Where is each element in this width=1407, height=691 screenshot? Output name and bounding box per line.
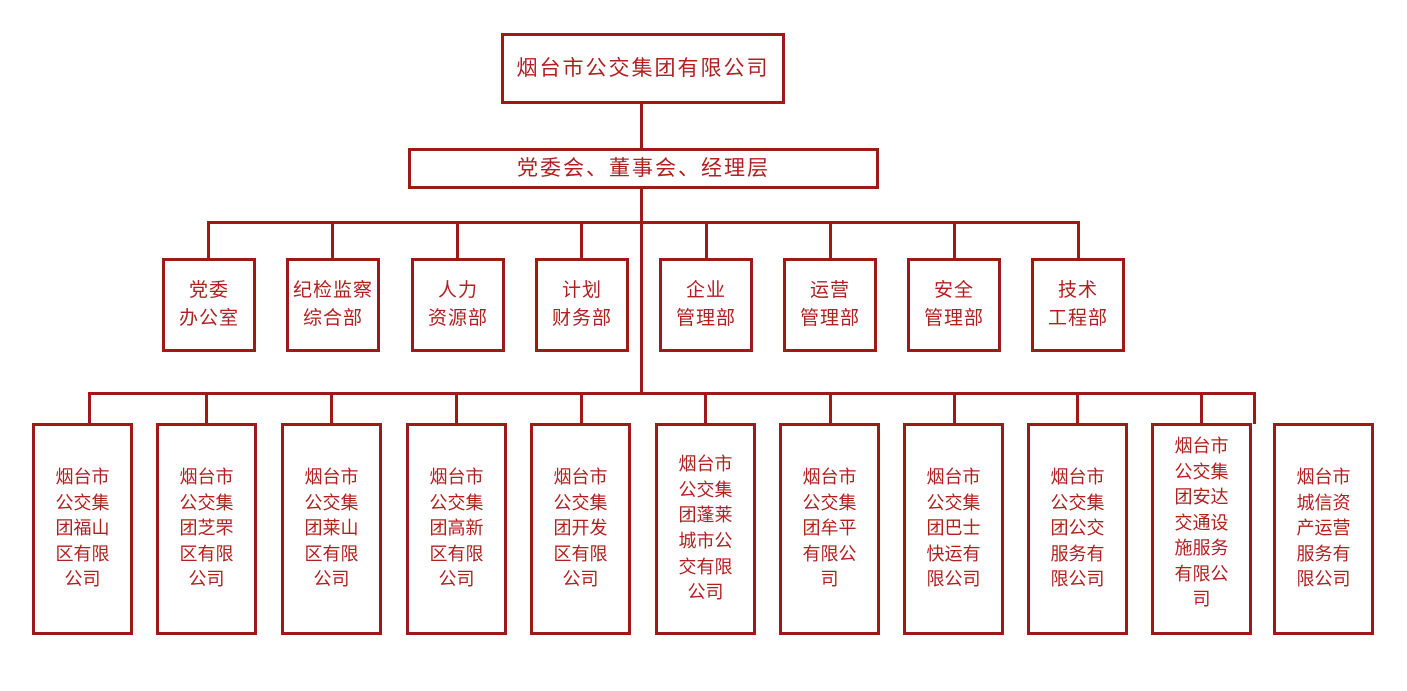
node-department-7-label: 安全 管理部	[923, 280, 984, 329]
bus-departments	[207, 221, 1079, 224]
drop-subsidiary-8	[953, 392, 956, 424]
connector-board-spine	[640, 189, 643, 394]
node-department-8: 技术 工程部	[1031, 258, 1125, 352]
node-board-label: 党委会、董事会、经理层	[517, 156, 770, 181]
node-department-6: 运营 管理部	[783, 258, 877, 352]
drop-department-1	[207, 221, 210, 258]
node-subsidiary-11-label: 烟台市 城信资 产运营 服务有 限公司	[1296, 467, 1351, 590]
node-subsidiary-9: 烟台市 公交集 团公交 服务有 限公司	[1027, 423, 1128, 635]
drop-subsidiary-3	[330, 392, 333, 424]
drop-department-6	[829, 221, 832, 258]
node-root-company-label: 烟台市公交集团有限公司	[516, 56, 770, 81]
node-department-6-label: 运营 管理部	[799, 280, 860, 329]
node-subsidiary-2: 烟台市 公交集 团芝罘 区有限 公司	[156, 423, 257, 635]
node-root-company: 烟台市公交集团有限公司	[501, 33, 785, 104]
drop-subsidiary-9	[1076, 392, 1079, 424]
node-department-4-label: 计划 财务部	[551, 280, 612, 329]
node-subsidiary-7: 烟台市 公交集 团牟平 有限公 司	[779, 423, 880, 635]
node-subsidiary-10-label: 烟台市 公交集 团安达 交通设 施服务 有限公 司	[1174, 436, 1229, 610]
drop-department-5	[705, 221, 708, 258]
node-subsidiary-3-label: 烟台市 公交集 团莱山 区有限 公司	[304, 467, 359, 590]
drop-subsidiary-11	[1253, 392, 1256, 424]
drop-department-8	[1077, 221, 1080, 258]
node-department-2: 纪检监察 综合部	[286, 258, 380, 352]
drop-department-2	[331, 221, 334, 258]
node-subsidiary-8: 烟台市 公交集 团巴士 快运有 限公司	[903, 423, 1004, 635]
node-subsidiary-3: 烟台市 公交集 团莱山 区有限 公司	[281, 423, 382, 635]
node-subsidiary-8-label: 烟台市 公交集 团巴士 快运有 限公司	[926, 467, 981, 590]
node-department-3: 人力 资源部	[411, 258, 505, 352]
drop-department-7	[953, 221, 956, 258]
drop-subsidiary-6	[704, 392, 707, 424]
node-department-3-label: 人力 资源部	[427, 280, 488, 329]
node-subsidiary-6-label: 烟台市 公交集 团蓬莱 城市公 交有限 公司	[678, 454, 733, 603]
drop-department-3	[456, 221, 459, 258]
node-subsidiary-5: 烟台市 公交集 团开发 区有限 公司	[530, 423, 631, 635]
node-department-1-label: 党委 办公室	[178, 280, 239, 329]
node-department-7: 安全 管理部	[907, 258, 1001, 352]
node-subsidiary-5-label: 烟台市 公交集 团开发 区有限 公司	[553, 467, 608, 590]
node-board: 党委会、董事会、经理层	[408, 148, 879, 189]
connector-root-to-board	[640, 104, 643, 148]
drop-department-4	[580, 221, 583, 258]
node-subsidiary-9-label: 烟台市 公交集 团公交 服务有 限公司	[1050, 467, 1105, 590]
node-department-1: 党委 办公室	[162, 258, 256, 352]
node-subsidiary-6: 烟台市 公交集 团蓬莱 城市公 交有限 公司	[655, 423, 756, 635]
drop-subsidiary-2	[205, 392, 208, 424]
node-department-8-label: 技术 工程部	[1047, 280, 1108, 329]
node-department-5: 企业 管理部	[659, 258, 753, 352]
node-subsidiary-4-label: 烟台市 公交集 团高新 区有限 公司	[429, 467, 484, 590]
drop-subsidiary-5	[580, 392, 583, 424]
node-subsidiary-10: 烟台市 公交集 团安达 交通设 施服务 有限公 司	[1151, 423, 1252, 635]
drop-subsidiary-7	[829, 392, 832, 424]
bus-subsidiaries	[88, 392, 1256, 395]
drop-subsidiary-4	[455, 392, 458, 424]
drop-subsidiary-10	[1200, 392, 1203, 424]
node-department-2-label: 纪检监察 综合部	[292, 280, 373, 329]
node-subsidiary-4: 烟台市 公交集 团高新 区有限 公司	[406, 423, 507, 635]
node-subsidiary-1-label: 烟台市 公交集 团福山 区有限 公司	[55, 467, 110, 590]
node-department-5-label: 企业 管理部	[675, 280, 736, 329]
node-subsidiary-1: 烟台市 公交集 团福山 区有限 公司	[32, 423, 133, 635]
node-department-4: 计划 财务部	[535, 258, 629, 352]
drop-subsidiary-1	[88, 392, 91, 424]
node-subsidiary-2-label: 烟台市 公交集 团芝罘 区有限 公司	[179, 467, 234, 590]
node-subsidiary-7-label: 烟台市 公交集 团牟平 有限公 司	[802, 467, 857, 590]
node-subsidiary-11: 烟台市 城信资 产运营 服务有 限公司	[1273, 423, 1374, 635]
